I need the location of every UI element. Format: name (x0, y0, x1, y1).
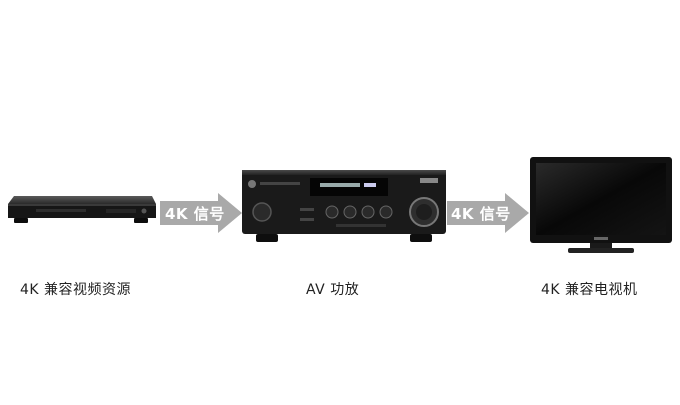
signal-arrow-1-label: 4K 信号 (165, 205, 225, 223)
tv-icon (530, 157, 672, 253)
caption-tv: 4K 兼容电视机 (541, 282, 638, 298)
av-receiver-icon (242, 170, 446, 242)
signal-arrow-1 (160, 193, 242, 233)
signal-arrow-2 (447, 193, 529, 233)
bluray-player-icon (8, 196, 156, 223)
caption-source: 4K 兼容视频资源 (20, 282, 132, 298)
caption-receiver: AV 功放 (306, 282, 360, 298)
signal-arrow-2-label: 4K 信号 (451, 205, 511, 223)
